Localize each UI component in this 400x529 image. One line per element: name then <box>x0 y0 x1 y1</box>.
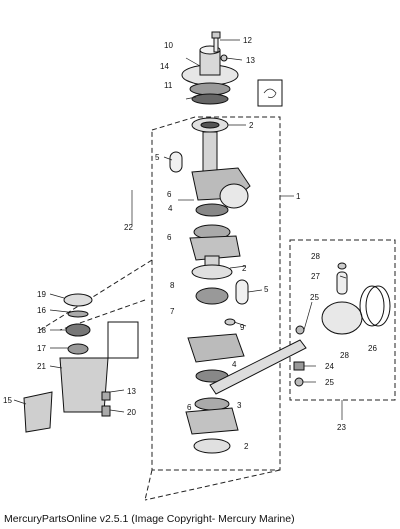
callout-4: 4 <box>168 204 173 213</box>
callout-11: 11 <box>164 81 173 90</box>
callout-2: 2 <box>249 121 254 130</box>
washer <box>194 397 230 411</box>
callout-25: 25 <box>310 293 319 302</box>
callout-10: 10 <box>164 41 173 50</box>
bearing-carrier <box>59 357 109 413</box>
callout-5: 5 <box>155 153 160 162</box>
callout-19: 19 <box>37 290 46 299</box>
crank-web <box>185 407 239 435</box>
roller-bearing <box>169 151 183 173</box>
piston-assembly-box <box>289 239 396 401</box>
callout-2: 2 <box>244 442 249 451</box>
callout-6: 6 <box>187 403 192 412</box>
center-bearing <box>191 264 233 280</box>
bolt <box>211 31 221 53</box>
thrust-washer <box>295 325 305 335</box>
box-leader-line <box>144 469 153 501</box>
callout-14: 14 <box>160 62 169 71</box>
o-ring-icon <box>263 88 277 98</box>
callout-4: 4 <box>232 360 237 369</box>
callout-27: 27 <box>311 272 320 281</box>
bolt <box>101 405 111 417</box>
callout-13: 13 <box>127 387 136 396</box>
piston-pin <box>336 271 348 295</box>
callout-3: 3 <box>237 401 242 410</box>
callout-1: 1 <box>296 192 301 201</box>
leader-lines <box>13 39 347 420</box>
crank-web <box>189 235 241 261</box>
callout-25: 25 <box>325 378 334 387</box>
callout-7: 7 <box>170 307 175 316</box>
crankshaft-assembly-box <box>151 116 281 471</box>
dowel-pin <box>224 318 236 326</box>
block-leader-line <box>39 259 153 331</box>
box-leader-line <box>144 469 281 501</box>
gasket-plate <box>23 391 53 433</box>
roller-bearing <box>235 279 249 305</box>
upper-bearing <box>191 117 229 133</box>
pin-detail <box>107 321 139 359</box>
piston-ring <box>359 285 385 327</box>
callout-22: 22 <box>124 223 133 232</box>
copyright-footer: MercuryPartsOnline v2.5.1 (Image Copyrig… <box>4 513 295 525</box>
callout-5: 5 <box>264 285 269 294</box>
callout-26: 26 <box>368 344 377 353</box>
callout-28: 28 <box>311 252 320 261</box>
washer <box>101 391 111 401</box>
callout-6: 6 <box>167 233 172 242</box>
callout-21: 21 <box>37 362 46 371</box>
lower-crank-throw <box>187 333 245 363</box>
thrust-washer <box>294 377 304 387</box>
callout-28: 28 <box>340 351 349 360</box>
end-cap-housing <box>181 45 239 105</box>
callout-24: 24 <box>325 362 334 371</box>
piston-ring <box>365 285 391 327</box>
connecting-rod <box>209 339 307 395</box>
piston <box>321 301 363 335</box>
callout-6: 6 <box>167 190 172 199</box>
o-ring-detail <box>257 79 283 107</box>
callout-18: 18 <box>37 326 46 335</box>
callout-8: 8 <box>170 281 175 290</box>
needle-bearing <box>195 203 229 217</box>
callout-17: 17 <box>37 344 46 353</box>
callout-12: 12 <box>243 36 252 45</box>
callout-23: 23 <box>337 423 346 432</box>
center-seal <box>195 287 229 305</box>
seal-stack <box>63 293 93 355</box>
callout-20: 20 <box>127 408 136 417</box>
callout-2: 2 <box>242 264 247 273</box>
piston-pin-retainer <box>337 262 347 270</box>
upper-piston <box>219 183 249 209</box>
callout-13: 13 <box>246 56 255 65</box>
rod-bearing <box>293 361 305 371</box>
callout-16: 16 <box>37 306 46 315</box>
callout-15: 15 <box>3 396 12 405</box>
callout-9: 9 <box>240 323 245 332</box>
crankshaft-upper <box>202 131 218 173</box>
lower-bearing <box>193 438 231 454</box>
